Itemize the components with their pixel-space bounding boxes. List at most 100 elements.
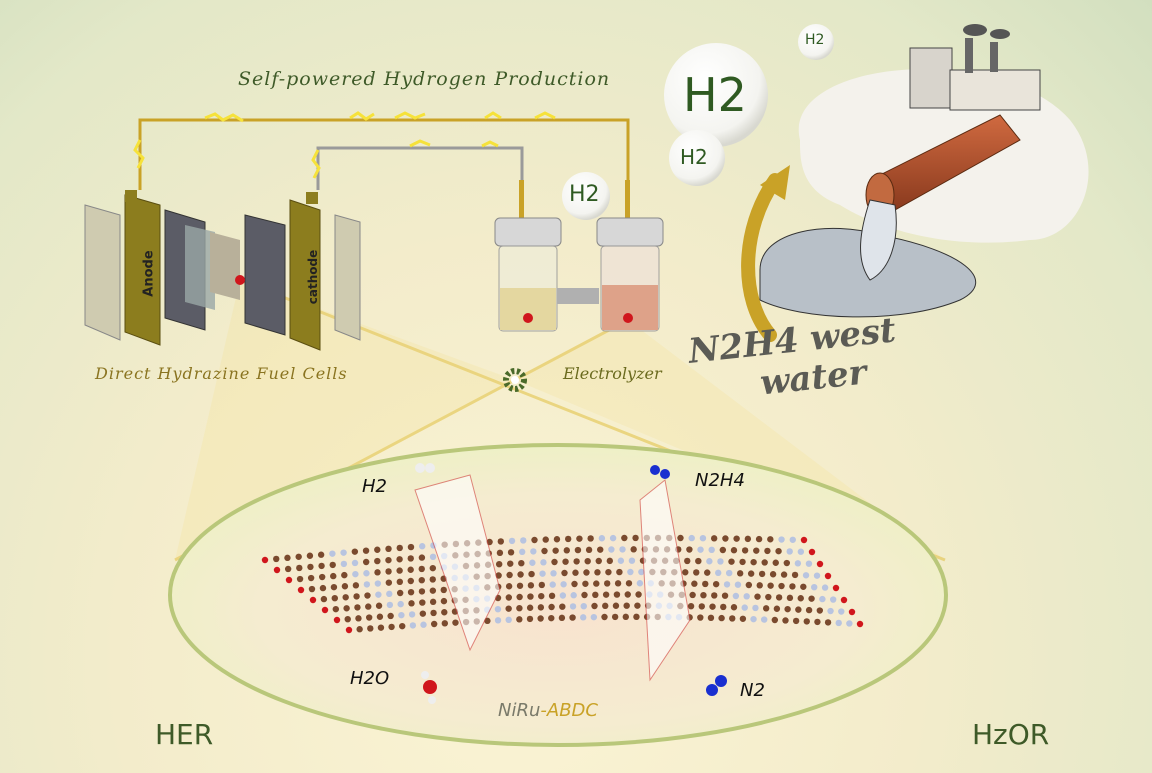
- atom: [564, 535, 572, 543]
- atom: [429, 598, 437, 606]
- atom: [590, 613, 598, 621]
- atom: [319, 584, 327, 592]
- atom: [497, 538, 505, 545]
- atom: [609, 534, 617, 542]
- atom: [750, 615, 757, 623]
- atom: [364, 592, 371, 599]
- fuel-cell-label: Direct Hydrazine Fuel Cells: [95, 364, 348, 383]
- atom: [750, 558, 757, 566]
- atom: [419, 610, 427, 617]
- atom: [700, 591, 707, 599]
- atom: [331, 594, 338, 602]
- atom: [814, 618, 821, 626]
- atom: [340, 560, 348, 568]
- atom: [720, 603, 727, 611]
- atom: [429, 587, 437, 594]
- atom: [709, 603, 716, 610]
- atom: [741, 604, 748, 611]
- atom: [574, 546, 582, 554]
- atom: [687, 602, 695, 610]
- atom: [711, 592, 718, 599]
- atom: [374, 546, 381, 553]
- atom: [697, 546, 704, 553]
- atom: [765, 593, 772, 601]
- atom: [296, 575, 304, 583]
- atom: [317, 551, 325, 558]
- bubble-h2-small: H2: [805, 32, 825, 48]
- atom: [699, 534, 707, 542]
- atom: [329, 550, 336, 557]
- atom: [362, 547, 370, 554]
- hzor-label: HzOR: [972, 718, 1050, 751]
- atom: [537, 615, 544, 622]
- atom: [783, 559, 791, 567]
- atom: [717, 558, 724, 565]
- atom: [352, 582, 360, 589]
- atom: [430, 609, 437, 617]
- diagram-title: Self-powered Hydrogen Production: [238, 68, 611, 90]
- atom: [782, 617, 789, 624]
- atom: [355, 615, 362, 622]
- atom: [396, 544, 403, 552]
- atom: [730, 547, 738, 554]
- wires: [133, 111, 630, 215]
- atom: [342, 594, 349, 601]
- atom: [398, 611, 405, 619]
- atom: [561, 569, 568, 577]
- atom: [805, 606, 813, 614]
- atom: [628, 557, 636, 564]
- atom: [733, 535, 740, 542]
- catalyst-name-part2: -ABDC: [540, 700, 598, 721]
- atom: [353, 593, 360, 600]
- atom: [608, 546, 615, 553]
- cathode-label: cathode: [306, 249, 321, 305]
- atom: [362, 558, 370, 566]
- atom: [516, 582, 524, 589]
- atom: [563, 547, 570, 554]
- atom: [835, 619, 842, 627]
- atom: [385, 556, 392, 564]
- atom: [598, 535, 606, 542]
- atom: [778, 582, 785, 590]
- atom: [526, 604, 534, 611]
- atom: [722, 535, 729, 542]
- atom: [418, 588, 426, 595]
- atom: [494, 617, 502, 624]
- atom: [587, 535, 594, 542]
- atom: [396, 567, 403, 574]
- atom: [762, 605, 770, 612]
- atom: [538, 592, 545, 600]
- atom: [725, 569, 733, 577]
- atom: [803, 618, 810, 625]
- atom: [344, 615, 351, 623]
- atom: [688, 534, 695, 542]
- atom: [595, 557, 602, 565]
- atom: [549, 581, 556, 588]
- atom: [715, 569, 722, 577]
- atom: [387, 612, 394, 620]
- catalyst-name: NiRu-ABDC: [498, 700, 598, 721]
- atom: [800, 583, 807, 590]
- atom: [760, 616, 768, 623]
- atom: [397, 600, 404, 608]
- electrolyzer-label: Electrolyzer: [563, 364, 662, 383]
- n2-label: N2: [740, 680, 765, 701]
- atom: [440, 586, 447, 594]
- atom: [752, 604, 759, 612]
- atom: [516, 604, 523, 612]
- atom: [611, 613, 619, 621]
- atom: [388, 623, 395, 631]
- atom: [758, 570, 766, 578]
- atom: [797, 595, 804, 602]
- atom: [440, 597, 448, 605]
- atom: [518, 559, 525, 567]
- atom: [345, 626, 353, 634]
- atom: [332, 605, 340, 613]
- atom: [721, 592, 729, 599]
- gear-icon: [503, 368, 527, 392]
- atom: [365, 603, 372, 610]
- atom: [753, 547, 760, 554]
- atom: [363, 570, 370, 577]
- atom: [756, 582, 763, 589]
- atom: [846, 620, 853, 627]
